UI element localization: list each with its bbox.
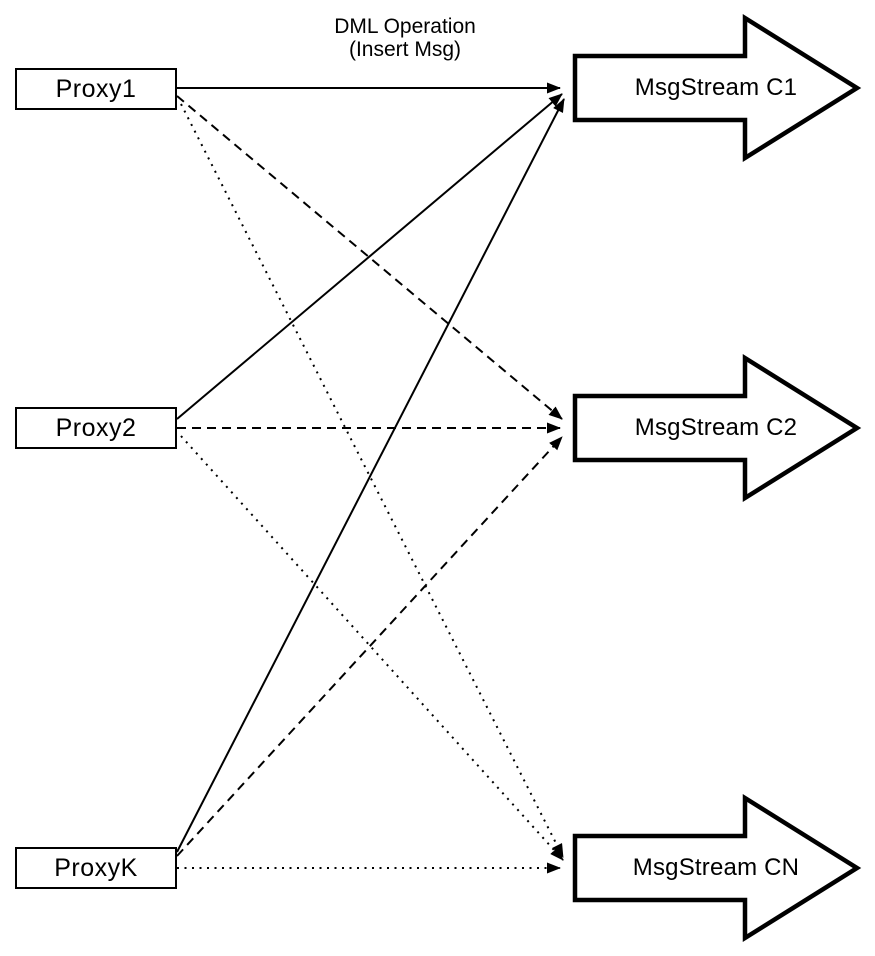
connection-lines bbox=[176, 82, 565, 874]
msgstream-c1-arrow-shape bbox=[572, 13, 862, 163]
connection-proxy2-to-cn-dotted-line bbox=[180, 435, 564, 861]
proxy1-node: Proxy1 bbox=[15, 68, 177, 110]
proxyk-label: ProxyK bbox=[54, 853, 138, 882]
connection-proxy2-to-c1-solid-line bbox=[176, 93, 563, 420]
connection-proxy1-to-cn-dotted-line bbox=[180, 103, 564, 858]
msgstream-c2-arrow-shape bbox=[572, 353, 862, 503]
dml-operation-annotation: DML Operation (Insert Msg) bbox=[280, 15, 530, 61]
proxyk-node: ProxyK bbox=[15, 847, 177, 889]
msgstream-cn-arrow-shape bbox=[572, 793, 862, 943]
dml-operation-annotation-line2: (Insert Msg) bbox=[348, 38, 461, 61]
dml-operation-annotation-line1: DML Operation bbox=[334, 15, 476, 38]
connection-proxy1-to-c2-dashed-line bbox=[176, 95, 563, 420]
proxy1-label: Proxy1 bbox=[55, 74, 137, 103]
proxy2-label: Proxy2 bbox=[55, 413, 137, 442]
connection-proxyk-to-c2-dashed-line bbox=[176, 436, 563, 857]
connection-proxyk-to-c1-solid-line bbox=[176, 98, 565, 853]
proxy2-node: Proxy2 bbox=[15, 407, 177, 449]
